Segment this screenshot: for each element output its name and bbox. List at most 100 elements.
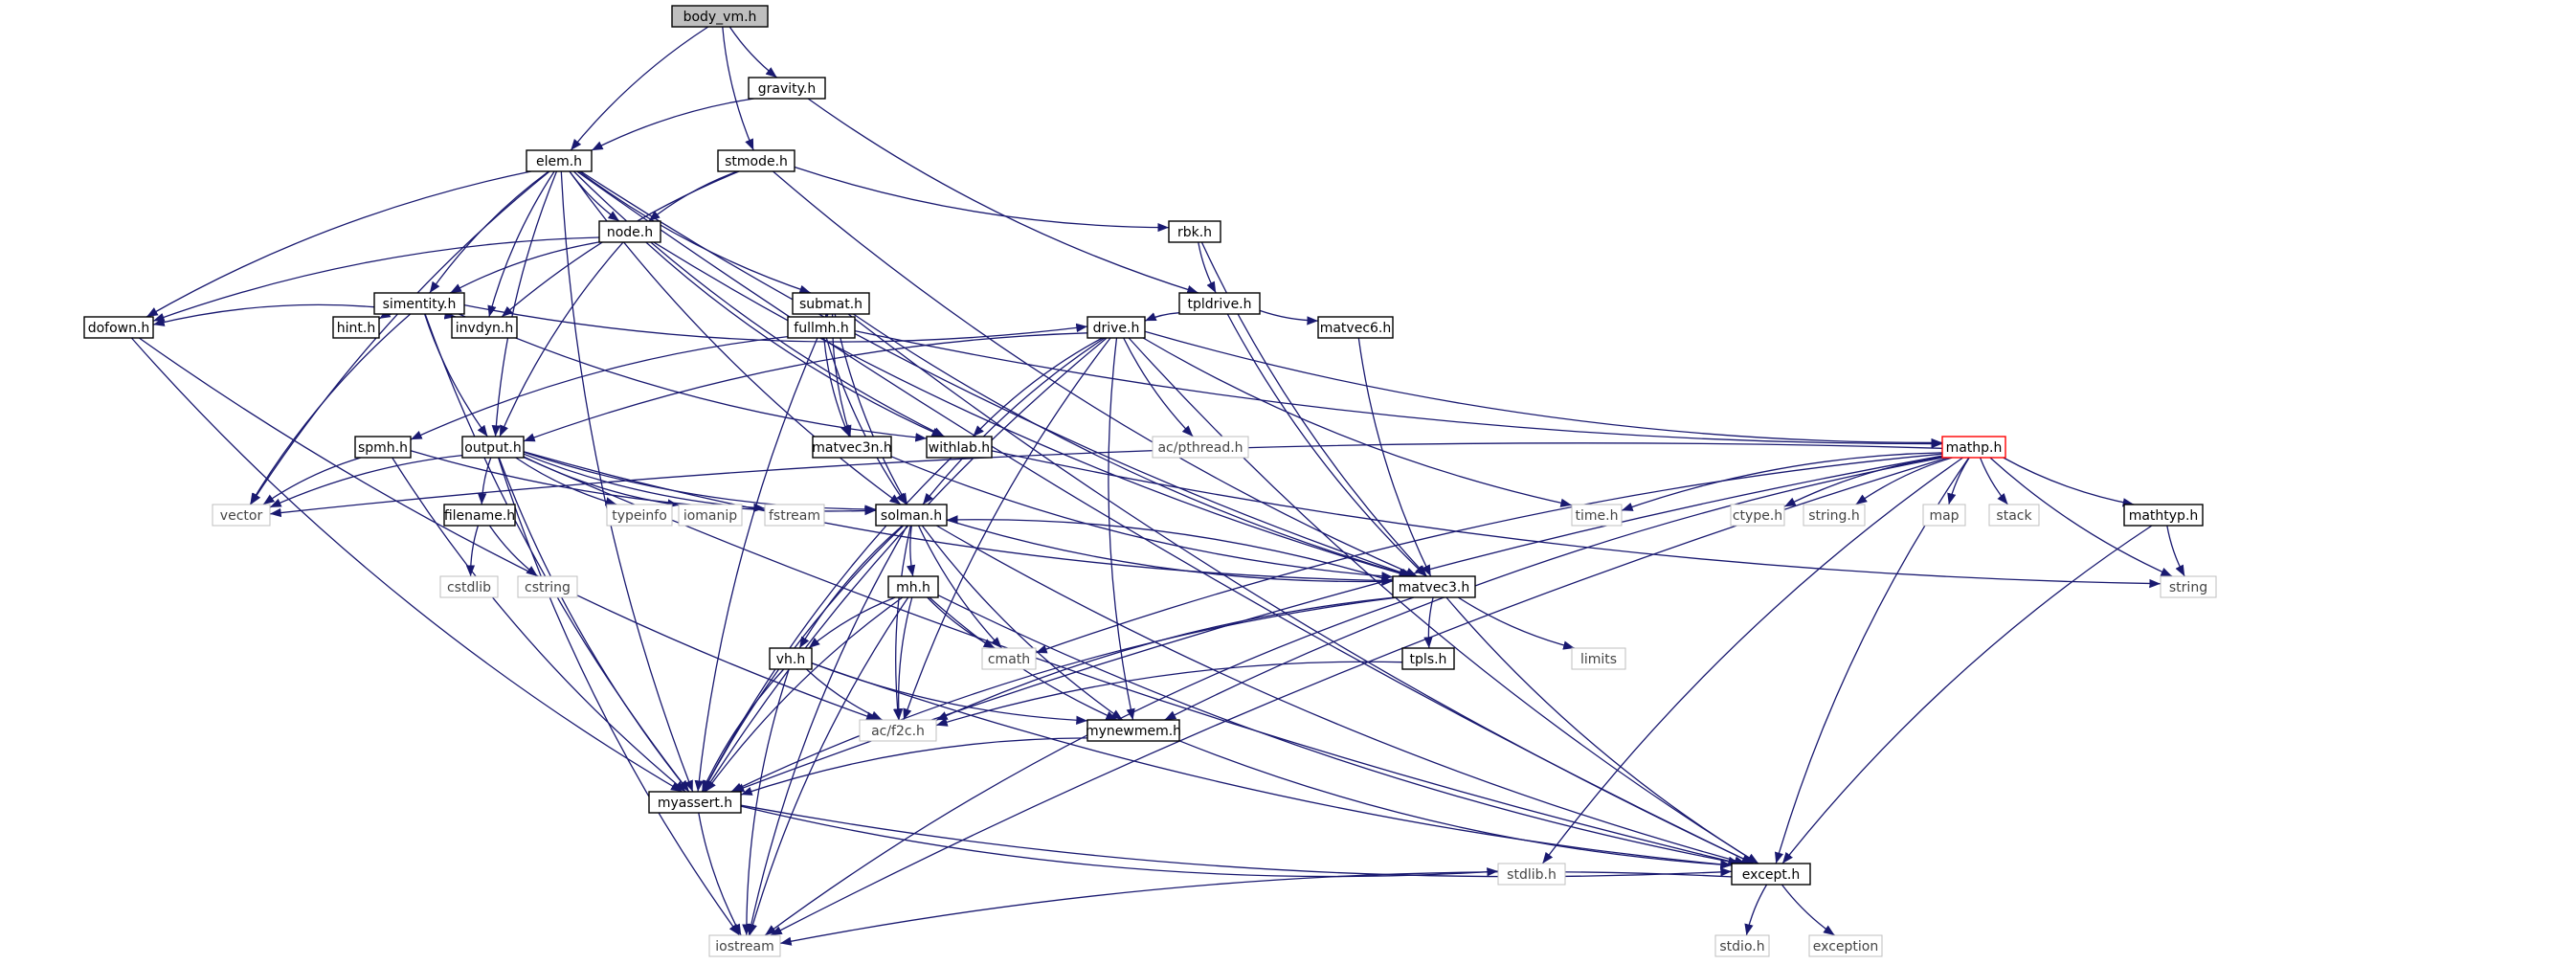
node-output[interactable]: output.h: [461, 436, 525, 459]
node-pthread: ac/pthread.h: [1152, 436, 1249, 459]
edge-body_vm-to-stmode: [722, 26, 754, 151]
node-mynewmem[interactable]: mynewmem.h: [1086, 719, 1181, 742]
node-box-mh: [887, 575, 939, 598]
node-invdyn[interactable]: invdyn.h: [451, 316, 518, 339]
edge-except-to-stdio: [1744, 884, 1768, 936]
node-box-stdio: [1714, 934, 1770, 957]
node-box-matvec3: [1392, 575, 1476, 598]
node-box-except: [1731, 863, 1811, 886]
edge-node-to-simentity: [449, 241, 600, 294]
node-submat[interactable]: submat.h: [792, 292, 870, 315]
edge-mh-to-myassert: [705, 596, 904, 793]
edge-spmh-to-solman: [410, 450, 877, 516]
node-box-mathtyp: [2123, 504, 2204, 527]
node-box-exception: [1808, 934, 1883, 957]
edge-output-to-solman: [523, 451, 877, 514]
node-matvec6[interactable]: matvec6.h: [1317, 316, 1394, 339]
edge-mathp-to-stack: [1979, 457, 2009, 505]
node-body_vm[interactable]: body_vm.h: [671, 5, 769, 28]
edge-mathp-to-time: [1621, 452, 1943, 511]
node-vh[interactable]: vh.h: [769, 647, 813, 670]
edge-output-to-vector: [269, 454, 463, 508]
node-drive[interactable]: drive.h: [1086, 316, 1146, 339]
edge-elem-to-matvec3: [580, 170, 1413, 577]
node-tpls[interactable]: tpls.h: [1401, 647, 1455, 670]
node-gravity[interactable]: gravity.h: [748, 77, 826, 100]
node-box-tpls: [1401, 647, 1455, 670]
node-mh[interactable]: mh.h: [887, 575, 939, 598]
node-fullmh[interactable]: fullmh.h: [787, 316, 856, 339]
node-box-pthread: [1152, 436, 1249, 459]
edge-fullmh-to-spmh: [410, 335, 789, 440]
edge-submat-to-except: [847, 313, 1755, 864]
node-box-vh: [769, 647, 813, 670]
edge-output-to-matvec3: [523, 451, 1394, 586]
edge-vh-to-iostream: [742, 668, 790, 936]
edge-dofown-to-f2c: [138, 337, 878, 721]
node-myassert[interactable]: myassert.h: [648, 791, 742, 814]
edge-myassert-to-iostream: [698, 812, 742, 936]
edge-elem-to-submat: [578, 170, 812, 294]
node-box-time: [1571, 504, 1623, 527]
node-simentity[interactable]: simentity.h: [373, 292, 465, 315]
node-matvec3[interactable]: matvec3.h: [1392, 575, 1476, 598]
node-limits: limits: [1571, 647, 1626, 670]
edge-except-to-iostream: [779, 870, 1733, 946]
edge-solman-to-vh: [798, 525, 904, 649]
node-cstring: cstring: [517, 575, 578, 598]
edge-mathp-to-map: [1947, 457, 1970, 505]
node-box-invdyn: [451, 316, 518, 339]
node-matvec3n[interactable]: matvec3n.h: [812, 436, 892, 459]
node-spmh[interactable]: spmh.h: [354, 436, 412, 459]
edge-mathp-to-stdlib: [1541, 457, 1963, 864]
edge-mh-to-except: [937, 595, 1740, 866]
edge-drive-to-myassert: [704, 337, 1108, 793]
node-mathtyp[interactable]: mathtyp.h: [2123, 504, 2204, 527]
node-box-fullmh: [787, 316, 856, 339]
node-withlab[interactable]: withlab.h: [926, 436, 993, 459]
edge-vh-to-f2c: [805, 668, 883, 721]
node-box-cstring: [517, 575, 578, 598]
node-stmode[interactable]: stmode.h: [717, 149, 795, 172]
node-box-matvec6: [1317, 316, 1394, 339]
node-iomanip: iomanip: [678, 504, 743, 527]
edge-fullmh-to-mathp: [854, 329, 1943, 449]
edge-tpls-to-f2c: [935, 661, 1403, 727]
node-except[interactable]: except.h: [1731, 863, 1811, 886]
edge-spmh-to-myassert: [392, 457, 686, 793]
node-rbk[interactable]: rbk.h: [1168, 220, 1221, 243]
node-dofown[interactable]: dofown.h: [83, 316, 154, 339]
node-box-simentity: [373, 292, 465, 315]
edge-spmh-to-vector: [262, 457, 362, 505]
edge-simentity-to-dofown: [152, 303, 375, 326]
node-elem[interactable]: elem.h: [526, 149, 593, 172]
node-box-dofown: [83, 316, 154, 339]
edge-mh-to-vh: [808, 596, 896, 649]
node-solman[interactable]: solman.h: [875, 504, 948, 527]
node-node[interactable]: node.h: [598, 220, 661, 243]
edge-elem-to-myassert: [560, 170, 694, 793]
node-tpldrive[interactable]: tpldrive.h: [1178, 292, 1261, 315]
node-exception: exception: [1808, 934, 1883, 957]
edge-mathp-to-mynewmem: [1164, 457, 1943, 721]
edge-myassert-to-except: [740, 804, 1733, 878]
edge-except-to-exception: [1781, 884, 1835, 936]
edge-drive-to-output: [523, 332, 1088, 442]
edge-mynewmem-to-myassert: [740, 737, 1088, 796]
edge-mh-to-iostream: [748, 596, 909, 936]
edge-rbk-to-tpldrive: [1198, 241, 1217, 294]
edge-vh-to-except: [811, 662, 1733, 869]
edge-stmode-to-matvec3: [773, 170, 1418, 577]
node-mathp[interactable]: mathp.h: [1941, 436, 2006, 459]
node-box-rbk: [1168, 220, 1221, 243]
edge-node-to-matvec3: [653, 241, 1411, 578]
edge-solman-to-mh: [906, 525, 916, 577]
edge-matvec6-to-matvec3: [1357, 337, 1432, 577]
edge-simentity-to-vector: [249, 313, 412, 505]
node-box-string: [2160, 575, 2217, 598]
edge-mathp-to-cmath: [1035, 453, 1943, 654]
node-hint[interactable]: hint.h: [332, 316, 380, 339]
edge-mynewmem-to-except: [1178, 740, 1733, 869]
edge-solman-to-mynewmem: [921, 525, 1124, 721]
node-filename[interactable]: filename.h: [443, 504, 516, 527]
